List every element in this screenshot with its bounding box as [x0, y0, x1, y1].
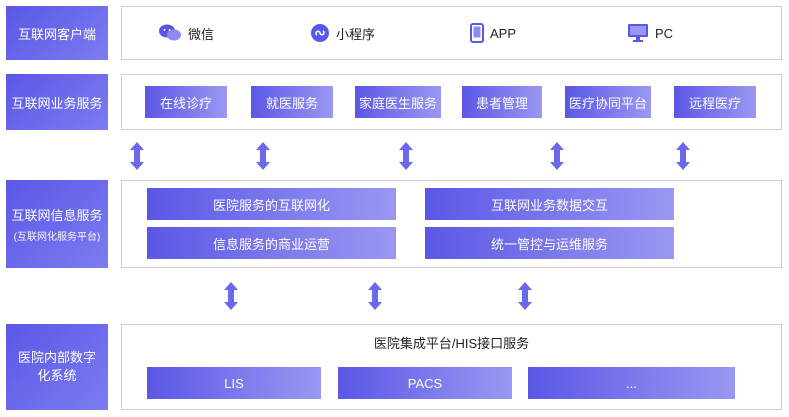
service-patient-management: 患者管理	[462, 86, 542, 118]
client-wechat: 微信	[158, 23, 214, 43]
row-label-info: 互联网信息服务 (互联网化服务平台)	[6, 180, 108, 268]
info-service-hospital-internet: 医院服务的互联网化	[147, 188, 396, 220]
row-label-internal-text: 医院内部数字化系统	[17, 350, 96, 383]
double-arrow-icon	[224, 282, 238, 310]
mini-program-icon	[311, 24, 329, 42]
service-remote-medical: 远程医疗	[674, 86, 756, 118]
integration-platform-title: 医院集成平台/HIS接口服务	[373, 336, 530, 351]
service-medical-visit: 就医服务	[251, 86, 333, 118]
info-service-unified-management: 统一管控与运维服务	[425, 227, 674, 259]
double-arrow-icon	[256, 142, 270, 170]
mobile-icon	[470, 23, 484, 43]
service-medical-collaboration: 医疗协同平台	[565, 86, 651, 118]
internal-box: 医院集成平台/HIS接口服务 LIS PACS ...	[121, 324, 782, 410]
wechat-icon	[159, 24, 181, 41]
client-app: APP	[470, 23, 516, 43]
double-arrow-icon	[399, 142, 413, 170]
row-label-info-subtitle: (互联网化服务平台)	[13, 232, 101, 243]
client-mini-program: 小程序	[310, 23, 375, 43]
row-label-business-text: 互联网业务服务	[11, 95, 103, 111]
client-label: APP	[490, 25, 517, 41]
row-label-client-text: 互联网客户端	[17, 26, 96, 42]
client-box: 微信 小程序 APP PC	[121, 6, 782, 60]
client-label: 小程序	[336, 26, 376, 42]
info-service-data-exchange: 互联网业务数据交互	[425, 188, 674, 220]
system-more: ...	[528, 367, 735, 399]
double-arrow-icon	[130, 142, 144, 170]
row-label-info-text: 互联网信息服务	[11, 208, 103, 223]
client-label: PC	[655, 25, 674, 41]
double-arrow-icon	[368, 282, 382, 310]
info-box: 医院服务的互联网化 互联网业务数据交互 信息服务的商业运营 统一管控与运维服务	[121, 180, 782, 268]
service-online-consultation: 在线诊疗	[145, 86, 227, 118]
client-pc: PC	[627, 23, 673, 43]
service-family-doctor: 家庭医生服务	[355, 86, 441, 118]
row-label-business: 互联网业务服务	[6, 74, 108, 130]
client-label: 微信	[188, 26, 215, 42]
info-service-commercial-operation: 信息服务的商业运营	[147, 227, 396, 259]
double-arrow-icon	[676, 142, 690, 170]
monitor-icon	[628, 24, 648, 42]
row-label-client: 互联网客户端	[6, 6, 108, 60]
double-arrow-icon	[518, 282, 532, 310]
business-box: 在线诊疗 就医服务 家庭医生服务 患者管理 医疗协同平台 远程医疗	[121, 74, 782, 130]
double-arrow-icon	[550, 142, 564, 170]
row-label-internal: 医院内部数字化系统	[6, 324, 108, 410]
system-lis: LIS	[147, 367, 321, 399]
system-pacs: PACS	[338, 367, 512, 399]
